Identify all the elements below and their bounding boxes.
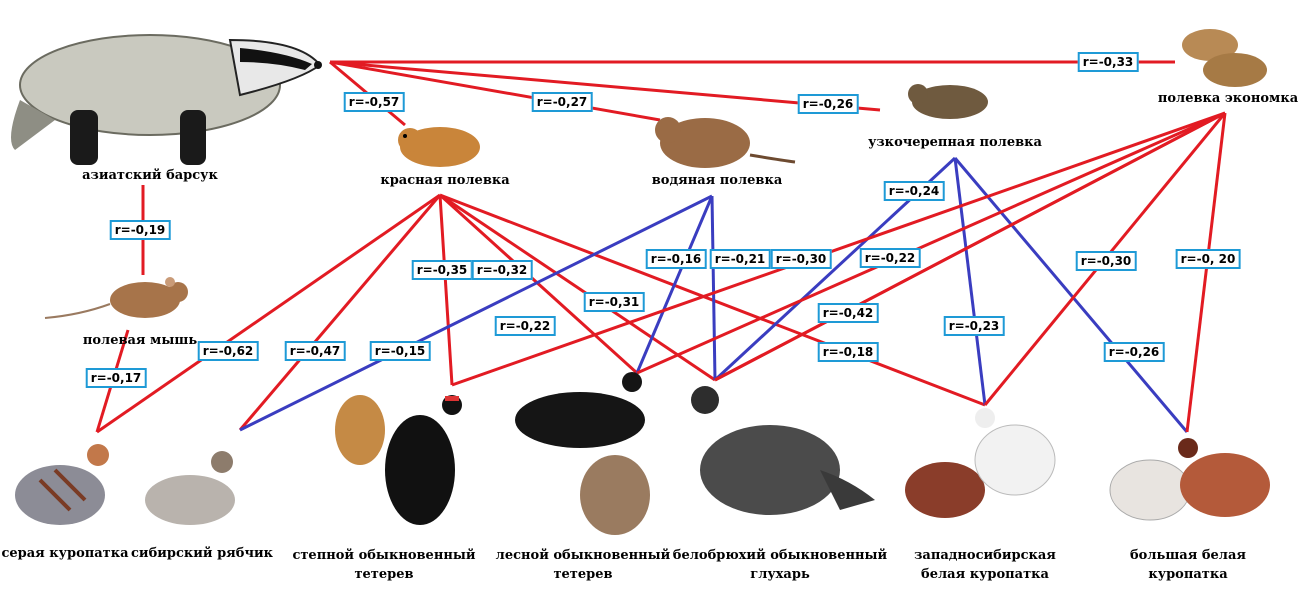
r-label-badger-narrow-vole: r=-0,26 (797, 94, 859, 114)
forest-black-grouse-icon (515, 372, 650, 535)
link-badger-water_vole (329, 60, 661, 122)
r-label-red-vole-capercaillie-2: r=-0,42 (817, 303, 879, 323)
node-label-forest-black-grouse-1: лесной обыкновенный (495, 548, 671, 563)
node-label-large-ptarmigan-1: большая белая (1130, 548, 1246, 563)
link-red_vole-forest_grouse (438, 193, 639, 375)
r-label-root-vole-ws-ptarmigan: r=-0,30 (1075, 251, 1137, 271)
r-label-mouse-grey-partridge: r=-0,17 (85, 368, 147, 388)
red-vole-icon (398, 127, 480, 167)
badger-icon (11, 34, 322, 165)
node-label-field-mouse: полевая мышь (82, 333, 198, 348)
west-siberian-ptarmigan-icon (905, 408, 1056, 518)
link-red_vole-capercaillie (714, 111, 1226, 382)
node-label-steppe-black-grouse-2: тетерев (354, 567, 414, 582)
node-label-steppe-black-grouse-1: степной обыкновенный (292, 548, 476, 563)
hazel-grouse-icon (145, 451, 235, 525)
node-label-ws-ptarmigan-1: западносибирская (914, 548, 1056, 563)
link-root_vole-big_ptarmigan (1185, 112, 1227, 433)
steppe-black-grouse-icon (335, 395, 462, 525)
r-label-red-vole-capercaillie: r=-0,31 (583, 292, 645, 312)
r-label-red-vole-hazel-grouse: r=-0,47 (284, 341, 346, 361)
link-root_vole-steppe_grouse (451, 111, 1226, 387)
r-label-badger-water-vole: r=-0,27 (531, 92, 593, 112)
r-label-root-vole-forest-grouse: r=-0,30 (770, 249, 832, 269)
r-label-badger-red-vole: r=-0,57 (343, 92, 405, 112)
node-label-red-vole: красная полевка (380, 173, 510, 188)
link-narrow_vole-big_ptarmigan (953, 157, 1189, 433)
capercaillie-icon (691, 386, 875, 515)
r-label-narrow-vole-capercaillie: r=-0,24 (883, 181, 945, 201)
field-mouse-icon (44, 277, 188, 319)
r-label-red-vole-forest-grouse: r=-0,32 (471, 260, 533, 280)
r-label-red-vole-grey-partridge: r=-0,62 (197, 341, 259, 361)
link-narrow_vole-ws_ptarmigan (953, 157, 987, 406)
r-label-water-vole-capercaillie: r=-0,21 (709, 249, 771, 269)
node-label-badger: азиатский барсук (82, 168, 218, 183)
grey-partridge-icon (15, 444, 109, 525)
link-water_vole-forest_grouse (635, 195, 714, 374)
node-label-water-vole: водяная полевка (651, 173, 783, 188)
link-root_vole-forest_grouse (636, 111, 1226, 375)
r-label-root-vole-large-ptarmigan: r=-0, 20 (1175, 249, 1241, 269)
node-label-capercaillie-1: белобрюхий обыкновенный (672, 548, 888, 563)
node-label-narrow-skulled-vole: узкочерепная полевка (868, 135, 1042, 150)
r-label-water-vole-hazel-grouse: r=-0,15 (369, 341, 431, 361)
link-red_vole-hazel_grouse (238, 194, 442, 431)
node-label-large-ptarmigan-2: куропатка (1148, 567, 1228, 582)
node-label-forest-black-grouse-2: тетерев (553, 567, 613, 582)
node-label-hazel-grouse: сибирский рябчик (131, 546, 273, 561)
r-label-water-vole-forest-grouse: r=-0,16 (645, 249, 707, 269)
water-vole-icon (655, 117, 796, 168)
link-badger-narrow_vole (329, 60, 881, 112)
link-red_vole-steppe_grouse (438, 194, 454, 386)
large-willow-ptarmigan-icon (1109, 438, 1270, 521)
node-label-ws-ptarmigan-2: белая куропатка (921, 567, 1049, 582)
link-water_vole-capercaillie (710, 195, 717, 381)
node-label-grey-partridge: серая куропатка (1, 546, 129, 561)
r-label-badger-root-vole: r=-0,33 (1077, 52, 1139, 72)
r-label-badger-mouse: r=-0,19 (109, 220, 171, 240)
narrow-skulled-vole-icon (908, 84, 988, 119)
r-label-root-vole-steppe-grouse: r=-0,22 (494, 316, 556, 336)
node-label-capercaillie-2: глухарь (750, 567, 810, 582)
node-label-root-vole: полевка экономка (1157, 91, 1299, 106)
r-label-narrow-vole-ws-ptarmigan: r=-0,23 (943, 316, 1005, 336)
r-label-red-vole-ws-ptarmigan: r=-0,18 (817, 342, 879, 362)
link-red_vole-capercaillie (439, 193, 716, 382)
root-vole-icon (1182, 29, 1267, 87)
link-water_vole-hazel_grouse (239, 194, 713, 432)
r-label-root-vole-capercaillie: r=-0,22 (859, 248, 921, 268)
link-red_vole-grey_partridge (96, 193, 441, 434)
r-label-narrow-vole-large-ptarmigan: r=-0,26 (1103, 342, 1165, 362)
r-label-red-vole-steppe-grouse: r=-0,35 (411, 260, 473, 280)
